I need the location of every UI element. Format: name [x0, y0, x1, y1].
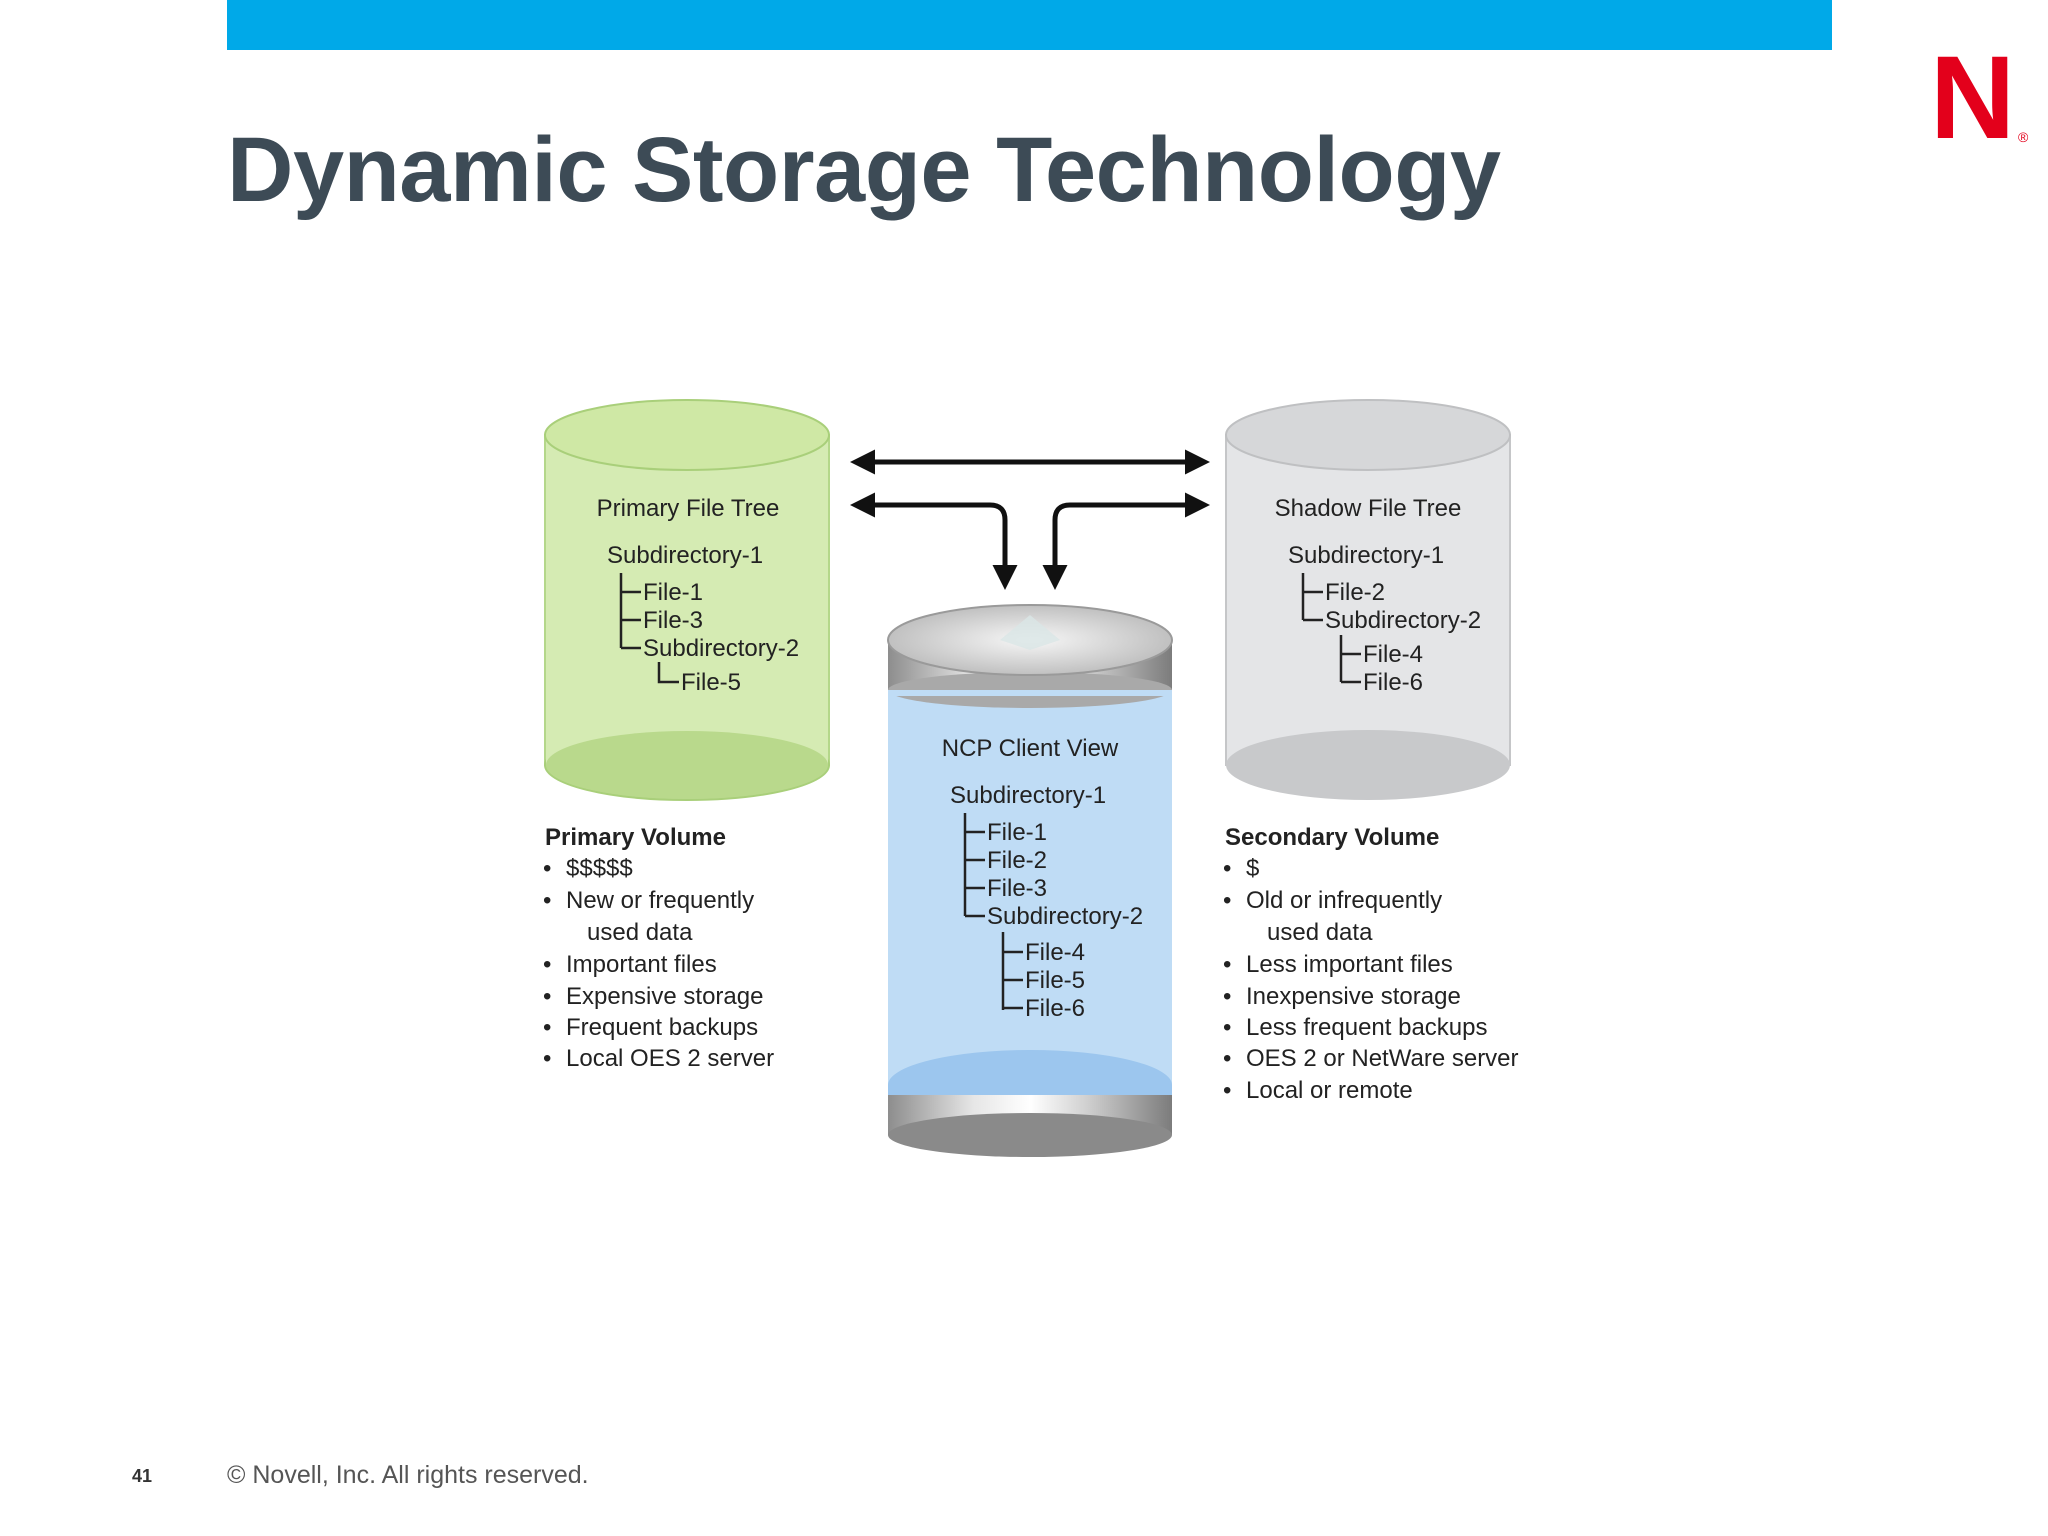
ncp-client-view-cylinder [887, 604, 1173, 1157]
bullet-dot: • [1223, 887, 1231, 914]
bullet-dot: • [1223, 1077, 1231, 1104]
primary-bullet: Local OES 2 server [566, 1045, 774, 1072]
shadow-tree-item: File-4 [1363, 641, 1423, 668]
primary-volume-title: Primary Volume [545, 824, 726, 851]
bullet-dot: • [543, 855, 551, 882]
client-tree-item: File-5 [1025, 967, 1085, 994]
bullet-dot: • [543, 1014, 551, 1041]
secondary-bullet: Old or infrequently [1246, 887, 1442, 914]
primary-tree-item: File-3 [643, 607, 703, 634]
secondary-bullet: Less important files [1246, 951, 1453, 978]
secondary-bullet: used data [1267, 919, 1373, 946]
client-tree-item: File-6 [1025, 995, 1085, 1022]
primary-to-client-arrow [850, 492, 1018, 590]
shadow-to-client-arrow [1042, 492, 1210, 590]
client-tree-item: Subdirectory-1 [950, 782, 1106, 809]
novell-logo: N ® [1930, 40, 2029, 150]
primary-bullet: $$$$$ [566, 855, 633, 882]
client-tree-item: File-1 [987, 819, 1047, 846]
primary-bullet: used data [587, 919, 693, 946]
bullet-dot: • [1223, 951, 1231, 978]
shadow-tree-title: Shadow File Tree [1275, 495, 1462, 522]
shadow-file-tree: Shadow File Tree Subdirectory-1 File-2 S… [1275, 495, 1481, 696]
client-tree-item: Subdirectory-2 [987, 903, 1143, 930]
top-accent-bar [227, 0, 1832, 50]
sync-arrows [850, 449, 1210, 590]
tree-connector-lines [619, 573, 1361, 1010]
primary-tree-item: Subdirectory-1 [607, 542, 763, 569]
primary-bullet: Expensive storage [566, 983, 763, 1010]
bullet-dot: • [543, 1045, 551, 1072]
shadow-tree-item: File-6 [1363, 669, 1423, 696]
secondary-bullet: Less frequent backups [1246, 1014, 1488, 1041]
bullet-dot: • [543, 951, 551, 978]
client-tree-item: File-4 [1025, 939, 1085, 966]
bullet-dot: • [1223, 983, 1231, 1010]
primary-file-tree: Primary File Tree Subdirectory-1 File-1 … [597, 495, 799, 696]
client-tree-title: NCP Client View [942, 735, 1119, 762]
shadow-volume-cylinder [1225, 399, 1511, 800]
primary-bullet: Frequent backups [566, 1014, 758, 1041]
bullet-dot: • [1223, 1014, 1231, 1041]
shadow-tree-item: Subdirectory-1 [1288, 542, 1444, 569]
secondary-volume-title: Secondary Volume [1225, 824, 1439, 851]
primary-tree-item: File-1 [643, 579, 703, 606]
shadow-tree-item: File-2 [1325, 579, 1385, 606]
secondary-bullet: Local or remote [1246, 1077, 1413, 1104]
slide-title: Dynamic Storage Technology [227, 119, 1501, 221]
client-tree-item: File-3 [987, 875, 1047, 902]
copyright-notice: © Novell, Inc. All rights reserved. [227, 1461, 589, 1489]
bullet-dot: • [1223, 1045, 1231, 1072]
client-tree-item: File-2 [987, 847, 1047, 874]
primary-bullet: Important files [566, 951, 717, 978]
bullet-dot: • [1223, 855, 1231, 882]
page-number: 41 [132, 1466, 153, 1486]
client-file-tree: NCP Client View Subdirectory-1 File-1 Fi… [942, 735, 1143, 1022]
primary-tree-title: Primary File Tree [597, 495, 780, 522]
secondary-bullet: Inexpensive storage [1246, 983, 1461, 1010]
shadow-tree-item: Subdirectory-2 [1325, 607, 1481, 634]
primary-bullet: New or frequently [566, 887, 754, 914]
novell-logo-letter: N [1930, 40, 2015, 150]
primary-volume-description: Primary Volume • $$$$$ • New or frequent… [543, 824, 774, 1072]
bullet-dot: • [543, 983, 551, 1010]
primary-tree-item: File-5 [681, 669, 741, 696]
secondary-volume-description: Secondary Volume • $ • Old or infrequent… [1223, 824, 1519, 1104]
secondary-bullet: $ [1246, 855, 1259, 882]
secondary-bullet: OES 2 or NetWare server [1246, 1045, 1519, 1072]
bullet-dot: • [543, 887, 551, 914]
primary-volume-cylinder [544, 399, 830, 801]
primary-tree-item: Subdirectory-2 [643, 635, 799, 662]
novell-logo-mark: ® [2018, 129, 2029, 145]
